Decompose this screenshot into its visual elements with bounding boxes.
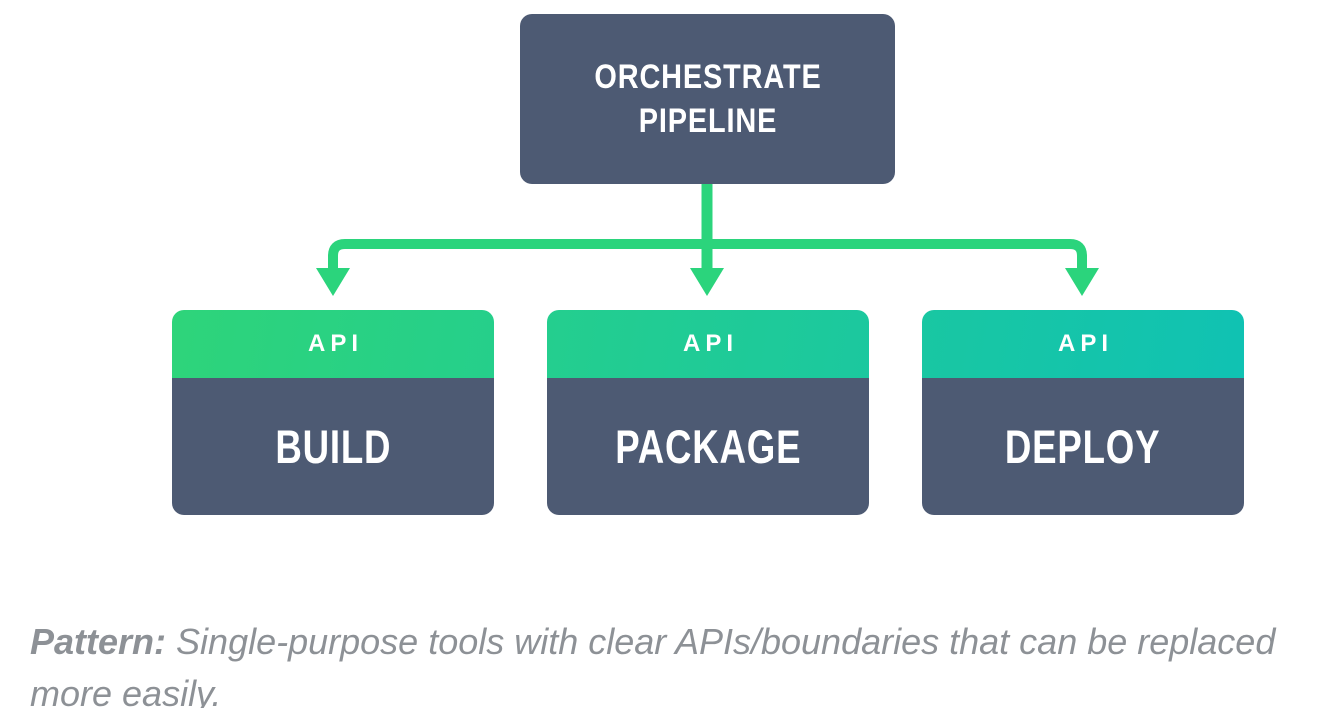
node-deploy-body: DEPLOY: [922, 378, 1244, 515]
pattern-caption-lead: Pattern:: [30, 621, 167, 662]
node-build-api-header: API: [172, 310, 494, 378]
node-orchestrate-pipeline-label: ORCHESTRATE PIPELINE: [593, 57, 822, 140]
node-build-label: BUILD: [275, 420, 391, 473]
node-deploy: API DEPLOY: [922, 310, 1244, 515]
node-package-api-header: API: [547, 310, 869, 378]
node-deploy-api-header: API: [922, 310, 1244, 378]
node-package: API PACKAGE: [547, 310, 869, 515]
arrowhead-middle: [690, 268, 724, 296]
node-orchestrate-pipeline: ORCHESTRATE PIPELINE: [520, 14, 895, 184]
node-package-body: PACKAGE: [547, 378, 869, 515]
pattern-caption-text: Single-purpose tools with clear APIs/bou…: [30, 621, 1276, 708]
api-badge: API: [307, 330, 363, 357]
api-badge: API: [682, 330, 738, 357]
connector-rail: [328, 239, 1087, 272]
node-build: API BUILD: [172, 310, 494, 515]
pattern-caption: Pattern: Single-purpose tools with clear…: [30, 616, 1300, 708]
arrowhead-left: [316, 268, 350, 296]
node-deploy-label: DEPLOY: [1005, 420, 1161, 473]
node-package-label: PACKAGE: [614, 420, 802, 473]
node-build-body: BUILD: [172, 378, 494, 515]
api-badge: API: [1057, 330, 1113, 357]
arrowhead-right: [1065, 268, 1099, 296]
